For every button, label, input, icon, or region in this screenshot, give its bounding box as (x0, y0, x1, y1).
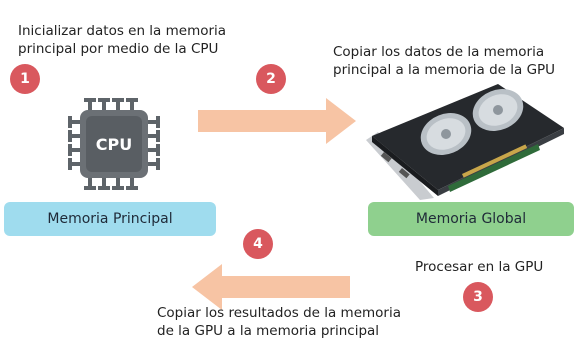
step3-badge: 3 (463, 282, 493, 312)
step3-text: Procesar en la GPU (415, 259, 544, 275)
step1-badge: 1 (10, 64, 40, 94)
gpu-card-icon (366, 84, 564, 200)
global-memory-box: Memoria Global (368, 202, 574, 236)
main-memory-box: Memoria Principal (4, 202, 216, 236)
arrow-left-icon (192, 264, 350, 310)
arrow-right-icon (198, 98, 356, 144)
step2-text-line1: Copiar los datos de la memoria (333, 44, 545, 60)
step1-text-line1: Inicializar datos en la memoria (18, 23, 227, 39)
global-memory-label: Memoria Global (415, 211, 527, 227)
step4-text-line2: de la GPU a la memoria principal (157, 323, 380, 339)
main-memory-label: Memoria Principal (47, 211, 173, 227)
step2-badge: 2 (256, 64, 286, 94)
step2-text-line2: principal a la memoria de la GPU (333, 62, 556, 78)
step1-text-line2: principal por medio de la CPU (18, 41, 219, 57)
cpu-chip-icon: CPU (68, 98, 160, 190)
cpu-chip-label: CPU (96, 135, 132, 154)
step4-text-line1: Copiar los resultados de la memoria (157, 305, 401, 321)
step4-badge: 4 (243, 229, 273, 259)
